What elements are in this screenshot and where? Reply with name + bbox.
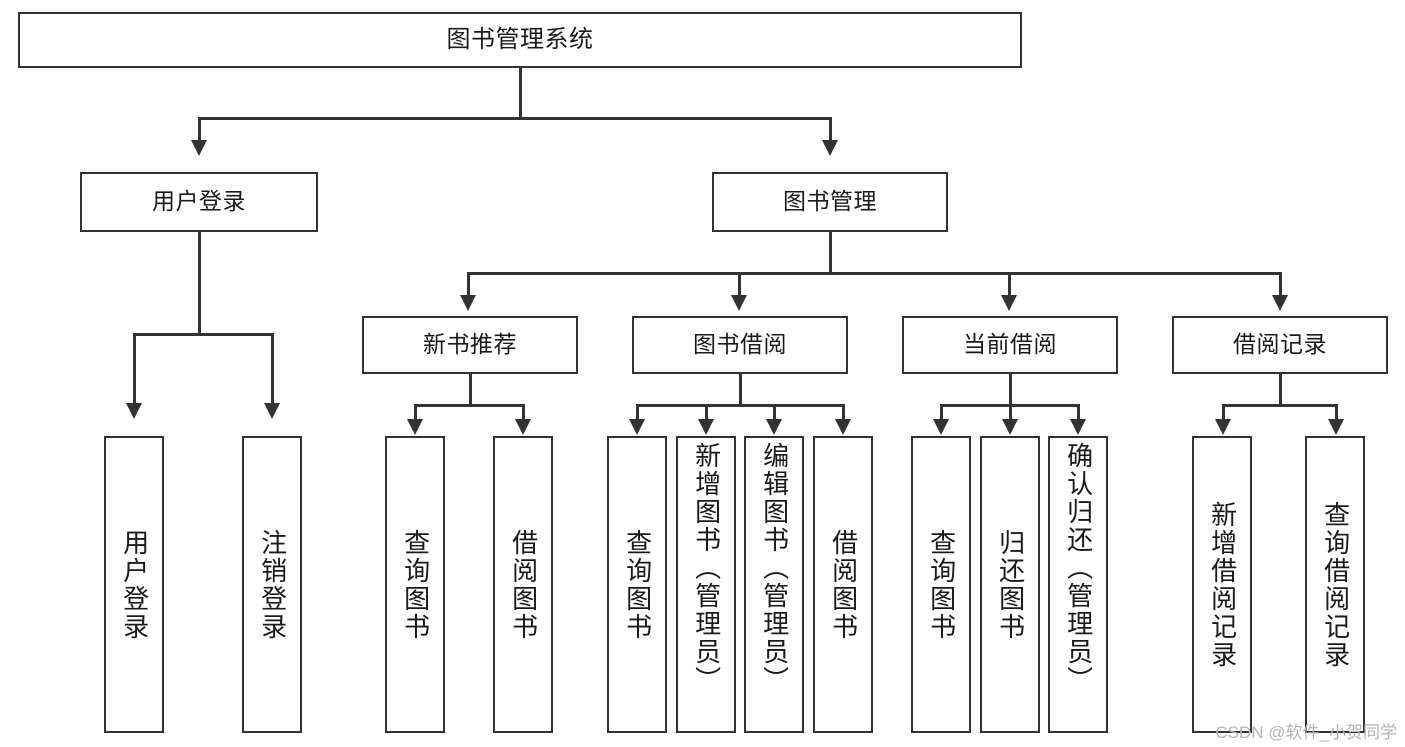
connector-new-book-bar bbox=[414, 404, 524, 407]
node-label: 图书管理系统 bbox=[446, 25, 594, 53]
connector-root-bar bbox=[198, 117, 832, 120]
node-label: 图书管理 bbox=[783, 188, 877, 215]
node-label: 新增图书（管理员） bbox=[691, 442, 722, 694]
node-new-book-recommend[interactable]: 新书推荐 bbox=[362, 316, 578, 374]
watermark-text: CSDN @软件_小贺同学 bbox=[1215, 723, 1397, 742]
connector-book-mgmt-to-book-borrow bbox=[738, 272, 741, 298]
node-label: 借阅记录 bbox=[1233, 331, 1327, 358]
connector-root-to-book-mgmt bbox=[829, 117, 832, 143]
arrow-book-borrow-to-leaf-3 bbox=[766, 419, 782, 435]
leaf-book-borrow-add-book-admin[interactable]: 新增图书（管理员） bbox=[676, 436, 736, 733]
leaf-current-borrow-return-book[interactable]: 归还图书 bbox=[980, 436, 1040, 733]
connector-book-borrow-stem bbox=[739, 374, 742, 406]
arrow-book-borrow-to-leaf-1 bbox=[629, 419, 645, 435]
connector-borrow-record-to-leaf-1 bbox=[1222, 404, 1225, 421]
arrow-borrow-record-to-leaf-1 bbox=[1215, 419, 1231, 435]
connector-book-borrow-to-leaf-1 bbox=[636, 404, 639, 421]
connector-borrow-record-bar bbox=[1222, 404, 1337, 407]
connector-book-mgmt-to-current-borrow bbox=[1008, 272, 1011, 298]
leaf-borrow-record-add-record[interactable]: 新增借阅记录 bbox=[1192, 436, 1252, 733]
leaf-new-book-borrow-book[interactable]: 借阅图书 bbox=[493, 436, 553, 733]
connector-book-mgmt-bar bbox=[467, 272, 1282, 275]
connector-user-login-bar bbox=[133, 333, 271, 336]
node-label: 查询图书 bbox=[926, 528, 957, 641]
connector-borrow-record-stem bbox=[1279, 374, 1282, 406]
arrow-new-book-to-leaf-1 bbox=[407, 419, 423, 435]
node-root-library-system[interactable]: 图书管理系统 bbox=[18, 12, 1022, 68]
node-user-login[interactable]: 用户登录 bbox=[80, 172, 318, 232]
connector-new-book-to-leaf-1 bbox=[414, 404, 417, 421]
node-current-borrow[interactable]: 当前借阅 bbox=[902, 316, 1118, 374]
node-label: 查询借阅记录 bbox=[1320, 500, 1351, 669]
node-label: 编辑图书（管理员） bbox=[759, 442, 790, 694]
connector-root-to-user-login bbox=[198, 117, 201, 143]
leaf-current-borrow-confirm-return-admin[interactable]: 确认归还（管理员） bbox=[1048, 436, 1108, 733]
arrow-current-borrow-to-leaf-1 bbox=[933, 419, 949, 435]
arrow-borrow-record-to-leaf-2 bbox=[1328, 419, 1344, 435]
arrow-book-mgmt-to-current-borrow bbox=[1001, 295, 1017, 311]
node-label: 新书推荐 bbox=[423, 331, 517, 358]
connector-current-borrow-to-leaf-1 bbox=[940, 404, 943, 421]
connector-book-borrow-to-leaf-2 bbox=[705, 404, 708, 421]
node-label: 借阅图书 bbox=[508, 528, 539, 641]
node-label: 确认归还（管理员） bbox=[1063, 442, 1094, 694]
connector-user-login-stem bbox=[198, 232, 201, 335]
connector-user-login-to-leaf-1 bbox=[133, 333, 136, 405]
connector-new-book-to-leaf-2 bbox=[522, 404, 525, 421]
leaf-book-borrow-borrow-book[interactable]: 借阅图书 bbox=[813, 436, 873, 733]
arrow-current-borrow-to-leaf-3 bbox=[1070, 419, 1086, 435]
arrow-user-login-to-leaf-1 bbox=[126, 403, 142, 419]
arrow-user-login-to-leaf-2 bbox=[264, 403, 280, 419]
node-label: 新增借阅记录 bbox=[1207, 500, 1238, 669]
connector-book-borrow-to-leaf-4 bbox=[842, 404, 845, 421]
arrow-root-to-book-mgmt bbox=[822, 140, 838, 156]
node-label: 图书借阅 bbox=[693, 331, 787, 358]
node-label: 用户登录 bbox=[152, 188, 246, 215]
arrow-new-book-to-leaf-2 bbox=[515, 419, 531, 435]
node-borrow-record[interactable]: 借阅记录 bbox=[1172, 316, 1388, 374]
leaf-new-book-query-book[interactable]: 查询图书 bbox=[385, 436, 445, 733]
connector-book-borrow-bar bbox=[636, 404, 844, 407]
connector-book-mgmt-to-borrow-record bbox=[1279, 272, 1282, 298]
leaf-current-borrow-query-book[interactable]: 查询图书 bbox=[911, 436, 971, 733]
node-label: 查询图书 bbox=[622, 528, 653, 641]
connector-root-stem bbox=[519, 68, 522, 118]
leaf-book-borrow-query-book[interactable]: 查询图书 bbox=[607, 436, 667, 733]
connector-current-borrow-to-leaf-3 bbox=[1077, 404, 1080, 421]
node-book-management[interactable]: 图书管理 bbox=[712, 172, 948, 232]
leaf-user-login-login[interactable]: 用户登录 bbox=[104, 436, 164, 733]
arrow-book-mgmt-to-book-borrow bbox=[731, 295, 747, 311]
connector-book-mgmt-stem bbox=[829, 232, 832, 274]
node-label: 注销登录 bbox=[257, 528, 288, 641]
connector-book-mgmt-to-new-book bbox=[467, 272, 470, 298]
connector-user-login-to-leaf-2 bbox=[271, 333, 274, 405]
connector-current-borrow-to-leaf-2 bbox=[1009, 404, 1012, 421]
node-label: 当前借阅 bbox=[963, 331, 1057, 358]
node-book-borrow[interactable]: 图书借阅 bbox=[632, 316, 848, 374]
node-label: 借阅图书 bbox=[828, 528, 859, 641]
arrow-current-borrow-to-leaf-2 bbox=[1002, 419, 1018, 435]
arrow-book-mgmt-to-borrow-record bbox=[1272, 295, 1288, 311]
leaf-borrow-record-query-record[interactable]: 查询借阅记录 bbox=[1305, 436, 1365, 733]
node-label: 查询图书 bbox=[400, 528, 431, 641]
node-label: 用户登录 bbox=[119, 528, 150, 641]
leaf-book-borrow-edit-book-admin[interactable]: 编辑图书（管理员） bbox=[744, 436, 804, 733]
connector-book-borrow-to-leaf-3 bbox=[773, 404, 776, 421]
leaf-user-login-logout[interactable]: 注销登录 bbox=[242, 436, 302, 733]
arrow-book-mgmt-to-new-book bbox=[460, 295, 476, 311]
arrow-root-to-user-login bbox=[191, 140, 207, 156]
connector-borrow-record-to-leaf-2 bbox=[1335, 404, 1338, 421]
arrow-book-borrow-to-leaf-2 bbox=[698, 419, 714, 435]
arrow-book-borrow-to-leaf-4 bbox=[835, 419, 851, 435]
connector-new-book-stem bbox=[469, 374, 472, 406]
node-label: 归还图书 bbox=[995, 528, 1026, 641]
connector-current-borrow-stem bbox=[1009, 374, 1012, 406]
